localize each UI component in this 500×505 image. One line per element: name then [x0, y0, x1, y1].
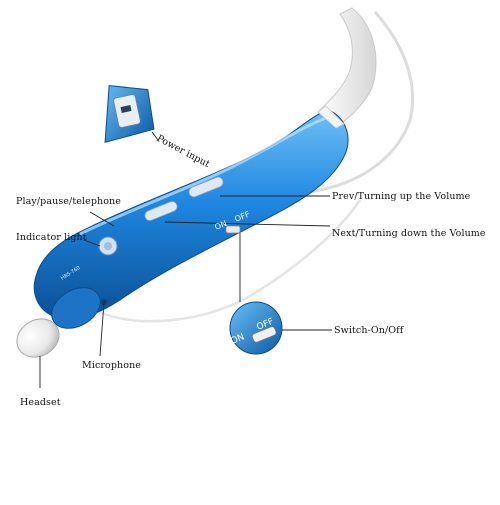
label-play-pause: Play/pause/telephone: [16, 196, 121, 207]
earbud-housing: [51, 287, 101, 329]
label-indicator-light: Indicator light: [16, 232, 87, 243]
body-highlight: [79, 116, 327, 236]
switch-on-text: ON: [213, 219, 228, 232]
next-button: [144, 201, 178, 221]
label-headset: Headset: [20, 397, 61, 408]
earbud-tip: [16, 318, 60, 358]
label-switch-on-off: Switch-On/Off: [334, 325, 404, 336]
earbud-cable-lower: [99, 199, 362, 323]
body-switch: [225, 225, 241, 234]
power-input-inset: [104, 85, 155, 144]
leader-lines: [39, 131, 332, 388]
zoom-on-text: ON: [229, 332, 246, 346]
body-band: [317, 105, 345, 129]
switch-zoom-circle: [229, 301, 283, 355]
prev-button: [188, 176, 224, 198]
label-prev-volume-up: Prev/Turning up the Volume: [332, 191, 471, 202]
indicator-light: [104, 242, 112, 250]
switch-zoom-slider: [251, 326, 277, 343]
label-microphone: Microphone: [82, 360, 142, 371]
label-next-volume-down: Next/Turning down the Volume: [332, 228, 486, 239]
